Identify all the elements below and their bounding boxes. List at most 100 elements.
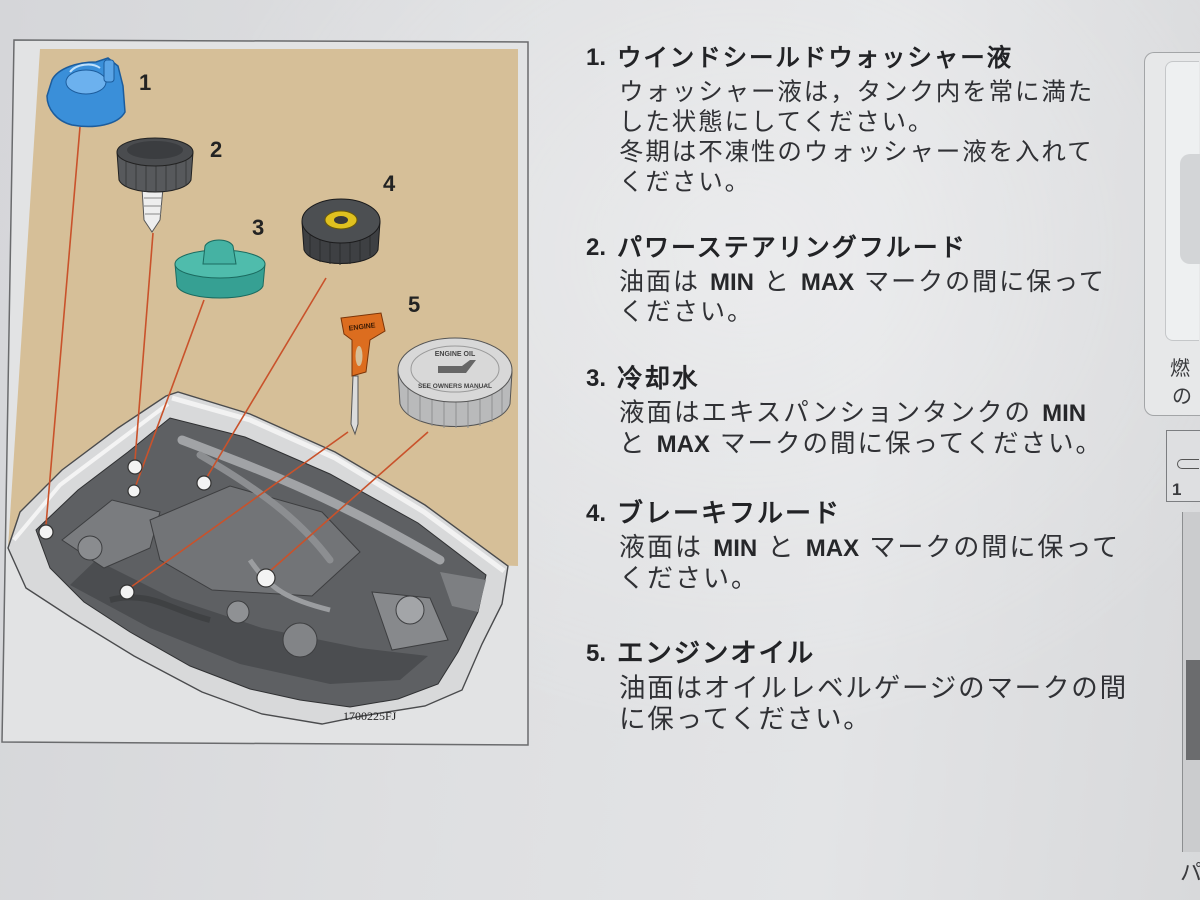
next-page-figure-box [1166, 430, 1200, 502]
marker-washer [38, 524, 54, 540]
cap-ridges [309, 232, 371, 265]
oil-can-icon [438, 360, 476, 373]
next-page-text-fragment: の [1172, 384, 1192, 408]
description-text: ください。 [619, 564, 760, 594]
cap-highlight [69, 63, 101, 73]
engine-cover [149, 485, 361, 597]
engine-oil-filler-cap: ENGINE OIL SEE OWNERS MANUAL [397, 337, 513, 428]
figure-code: 1700225FJ [343, 709, 397, 723]
item-heading: 4. ブレーキフルード [586, 497, 1120, 533]
item-heading: 3. 冷却水 [586, 362, 1103, 398]
hose [247, 558, 331, 613]
item-description-line: ください。 [619, 167, 1094, 197]
marker-coolant [127, 484, 141, 498]
item-number: 4. [586, 500, 607, 527]
leader-line-4 [206, 277, 327, 478]
description-text: ください。 [619, 297, 755, 326]
callout-number-4: 4 [383, 171, 396, 196]
washer-fluid-cap [46, 57, 126, 128]
next-page-photo [1186, 660, 1200, 760]
item-heading: 5. エンジンオイル [586, 637, 1128, 673]
pulley [282, 622, 318, 658]
item-number: 5. [586, 640, 607, 667]
coolant-cap [174, 239, 266, 299]
checklist-item-washer-fluid: 1. ウインドシールドウォッシャー液 ウォッシャー液は，タンク内を常に満た した… [586, 41, 1094, 197]
checklist-item-power-steering-fluid: 2. パワーステアリングフルード 油面は MIN と MAX マークの間に保って… [586, 231, 1106, 327]
next-page-inner-panel [1165, 61, 1200, 341]
nozzle-ridges [144, 197, 162, 215]
reservoir [395, 595, 425, 625]
description-text: 油面はオイルレベルゲージのマークの間 [619, 673, 1128, 704]
crossmember-pipe [177, 435, 445, 565]
description-text: した状態にしてください。 [619, 107, 935, 136]
item-title: ブレーキフルード [617, 499, 842, 529]
min-mark-text: MIN [1042, 400, 1087, 427]
leader-lines [45, 126, 429, 588]
leader-line-2 [134, 232, 154, 461]
engine-oil-dipstick: ENGINE [340, 312, 386, 436]
dipstick-stem [350, 375, 359, 436]
oil-cap-note: SEE OWNERS MANUAL [418, 383, 492, 390]
fender-edge [12, 402, 170, 542]
item-title: パワーステアリングフルード [617, 233, 967, 262]
marker-power-steering [127, 459, 143, 475]
hose [109, 594, 211, 623]
next-page-figure-number: 1 [1172, 480, 1182, 499]
next-page-text-fragment: 燃 [1170, 356, 1190, 380]
item-number: 2. [586, 234, 607, 261]
callout-number-5: 5 [408, 292, 420, 317]
description-text: と [619, 429, 657, 459]
leader-line-1 [45, 126, 81, 526]
description-text: 液面は [619, 533, 714, 563]
marker-brake [196, 475, 212, 491]
checklist-item-engine-oil: 5. エンジンオイル 油面はオイルレベルゲージのマークの間 に保ってください。 [586, 637, 1128, 735]
dipstick-handle-hole [355, 346, 363, 366]
item-description-line: と MAX マークの間に保ってください。 [619, 429, 1103, 460]
oil-cap-label: ENGINE OIL [435, 351, 476, 358]
brake-fluid-cap [301, 198, 381, 265]
description-text: マークの間に保って [859, 533, 1121, 563]
fitting [77, 535, 103, 561]
cap-tab [202, 239, 237, 265]
cap-opening [65, 69, 107, 95]
cap-top-ring [410, 345, 500, 393]
intake-pipe [196, 451, 334, 564]
description-text: 冬期は不凍性のウォッシャー液を入れて [619, 137, 1094, 166]
next-page-graphic [1180, 154, 1200, 264]
item-heading: 2. パワーステアリングフルード [586, 231, 1106, 267]
item-description-line: ウォッシャー液は，タンク内を常に満た [619, 77, 1094, 107]
item-description-line: ください。 [619, 297, 1106, 327]
next-page-panel [1144, 52, 1200, 416]
description-text: 液面はエキスパンションタンクの [619, 398, 1043, 428]
side-component [440, 572, 486, 612]
marker-oil-filler [256, 568, 276, 588]
callout-number-1: 1 [139, 70, 151, 95]
power-steering-fluid-cap [116, 137, 194, 233]
item-heading: 1. ウインドシールドウォッシャー液 [586, 41, 1094, 77]
item-title: ウインドシールドウォッシャー液 [617, 43, 1013, 72]
item-title: エンジンオイル [617, 638, 816, 669]
fitting [226, 600, 250, 624]
callout-number-2: 2 [210, 137, 222, 162]
dipstick-label: ENGINE [348, 322, 376, 332]
item-description-line: 油面はオイルレベルゲージのマークの間 [619, 673, 1128, 704]
radiator [70, 560, 428, 684]
leader-line-3 [135, 299, 205, 486]
leader-line-oil-cap [269, 431, 429, 572]
checklist-item-brake-fluid: 4. ブレーキフルード 液面は MIN と MAX マークの間に保って ください… [586, 497, 1120, 595]
engine-bay-illustration: ENGINE ENGINE OIL SEE OWNERS MANUAL 1 2 … [1, 39, 529, 746]
item-title: 冷却水 [617, 364, 700, 394]
description-text: に保ってください。 [619, 704, 872, 735]
next-page-text-fragment: パ [1180, 861, 1200, 886]
description-text: 油面は [619, 267, 710, 296]
item-number: 3. [586, 365, 607, 392]
min-mark-text: MIN [709, 269, 754, 296]
max-mark-text: MAX [800, 269, 855, 296]
item-description-line: 液面はエキスパンションタンクの MIN [619, 398, 1103, 429]
pointer-icon [1177, 459, 1199, 469]
min-mark-text: MIN [713, 535, 758, 562]
engine-bay [7, 391, 509, 725]
item-description-line: 冬期は不凍性のウォッシャー液を入れて [619, 137, 1094, 167]
description-text: マークの間に保ってください。 [709, 429, 1104, 459]
description-text: と [757, 533, 806, 563]
